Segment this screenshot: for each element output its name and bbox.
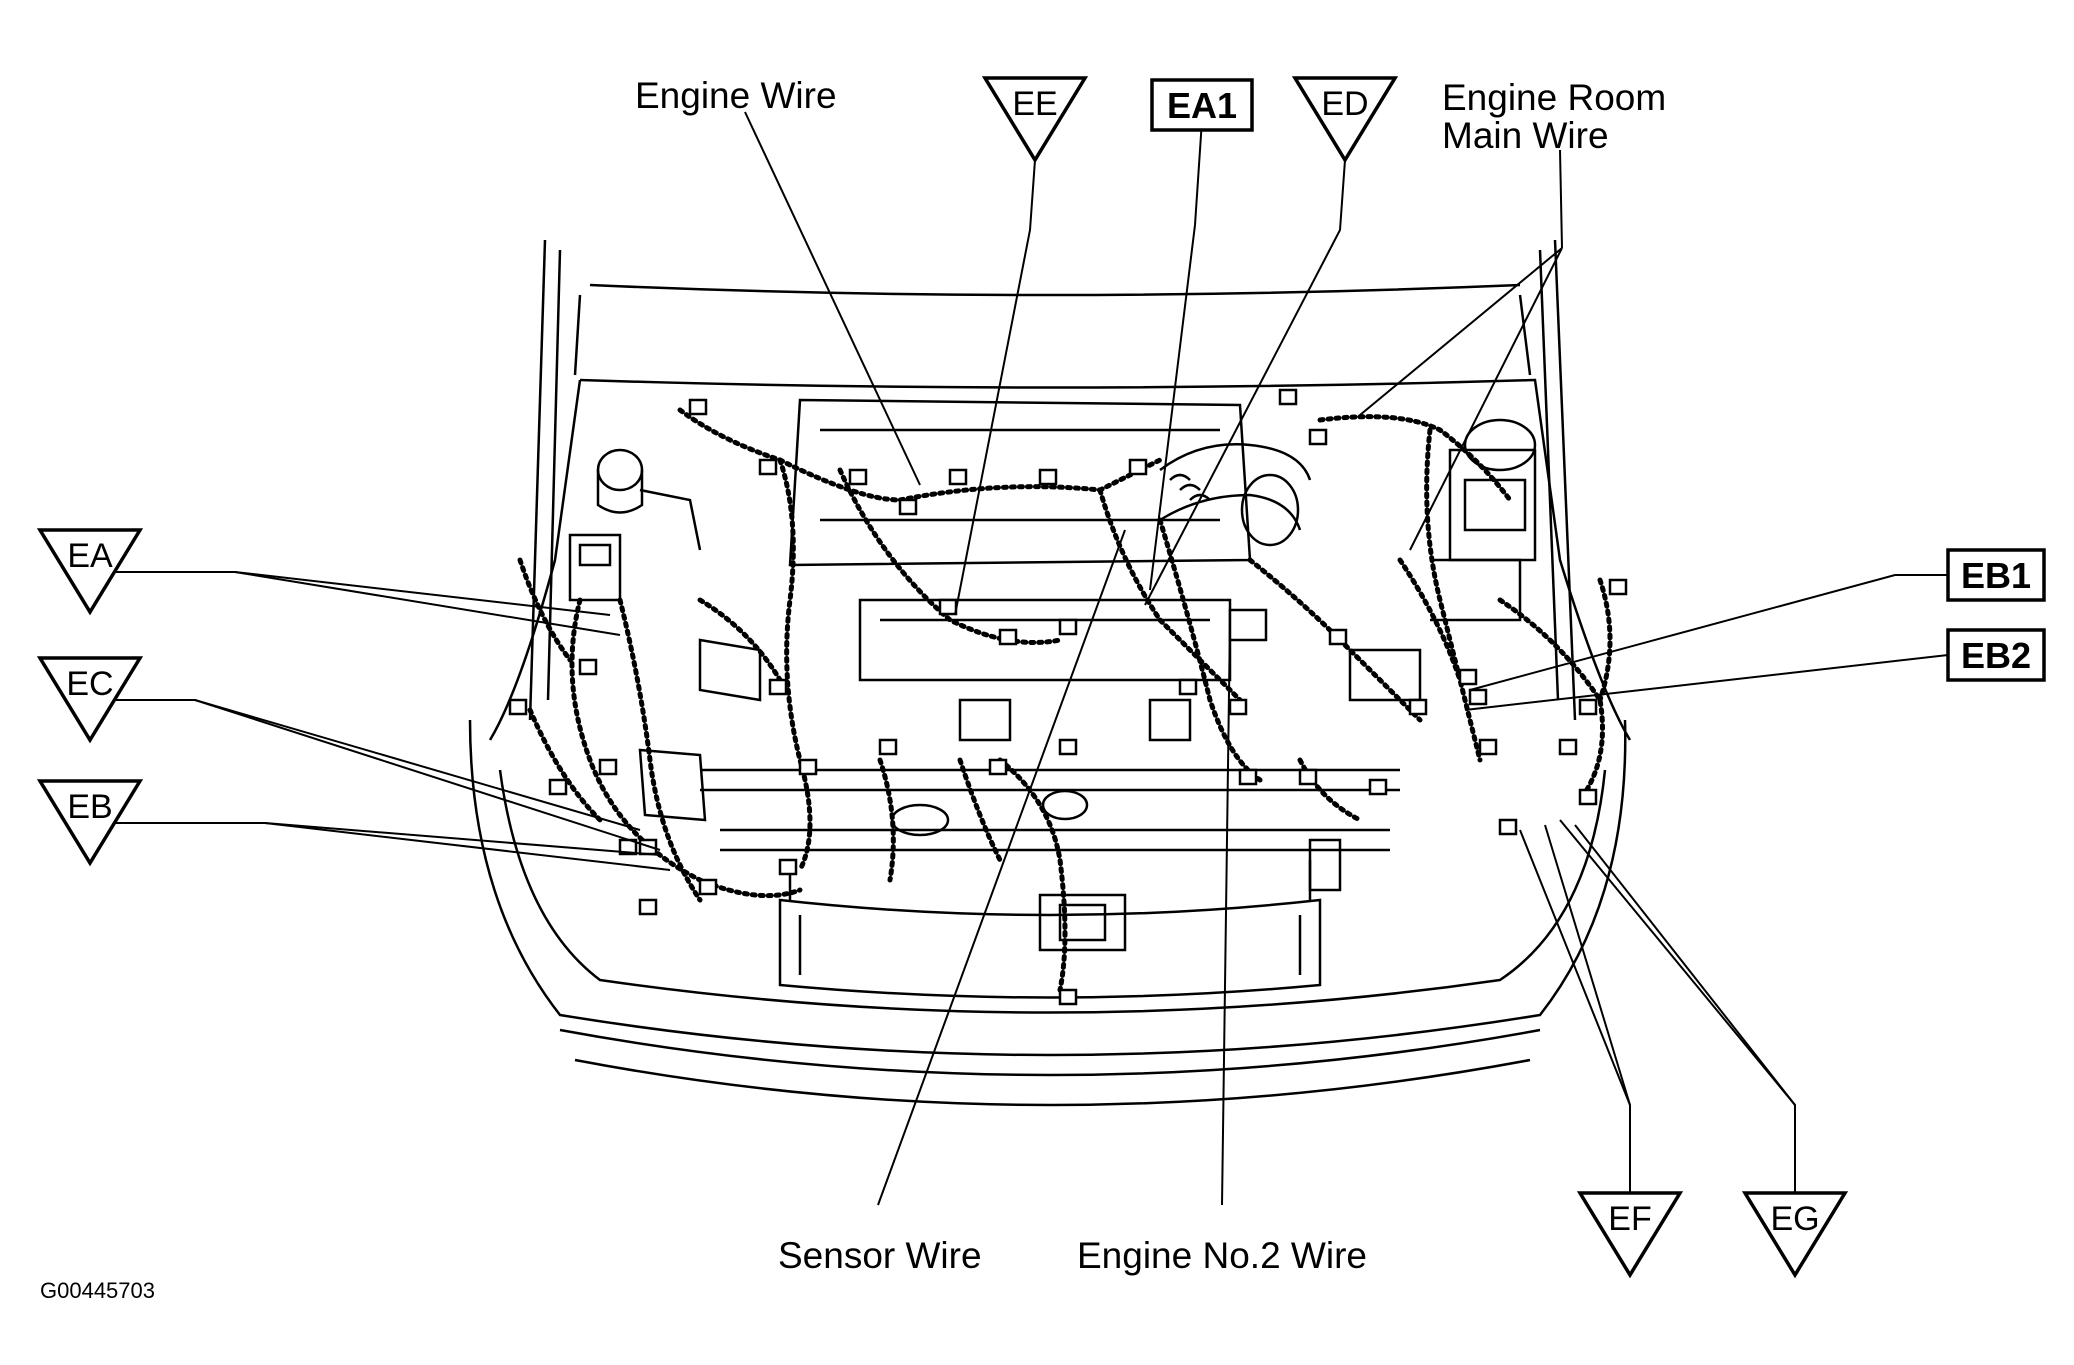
engine-room-main-wire-label-line1: Engine Room bbox=[1442, 77, 1666, 118]
leader-lines bbox=[90, 111, 1949, 1206]
engine-wire-label: Engine Wire bbox=[635, 75, 837, 116]
connector-ee-label: EE bbox=[1012, 85, 1057, 123]
sensor-wire-label: Sensor Wire bbox=[778, 1235, 982, 1276]
connector-eb-label: EB bbox=[67, 788, 112, 826]
connector-ed-triangle bbox=[1291, 76, 1399, 164]
connector-ec-triangle bbox=[36, 656, 144, 744]
connector-eg-label: EG bbox=[1770, 1200, 1819, 1238]
wire-harness-routes bbox=[517, 407, 1613, 993]
connector-ec-label: EC bbox=[66, 665, 113, 703]
engine-room-main-wire-label-line2: Main Wire bbox=[1442, 115, 1609, 156]
connector-eb1-box bbox=[1946, 548, 2046, 602]
connector-eb2-box bbox=[1946, 628, 2046, 682]
connector-ea1-box bbox=[1150, 78, 1254, 132]
connector-ea1-label: EA1 bbox=[1167, 85, 1237, 126]
connector-ed-label: ED bbox=[1321, 85, 1368, 123]
connector-ef-triangle bbox=[1576, 1191, 1684, 1279]
connector-eb1-label: EB1 bbox=[1961, 555, 2031, 596]
connector-eb-triangle bbox=[36, 779, 144, 867]
engine-components bbox=[568, 398, 1537, 892]
connector-eg-triangle bbox=[1741, 1191, 1849, 1279]
figure-id: G00445703 bbox=[40, 1278, 155, 1303]
connector-ee-triangle bbox=[981, 76, 1089, 164]
connector-eb2-label: EB2 bbox=[1961, 635, 2031, 676]
harness-connectors bbox=[508, 388, 1628, 1006]
engine-no2-wire-label: Engine No.2 Wire bbox=[1077, 1235, 1367, 1276]
connector-ea-label: EA bbox=[67, 537, 113, 575]
connector-ef-label: EF bbox=[1608, 1200, 1651, 1238]
connector-ea-triangle bbox=[36, 528, 144, 616]
